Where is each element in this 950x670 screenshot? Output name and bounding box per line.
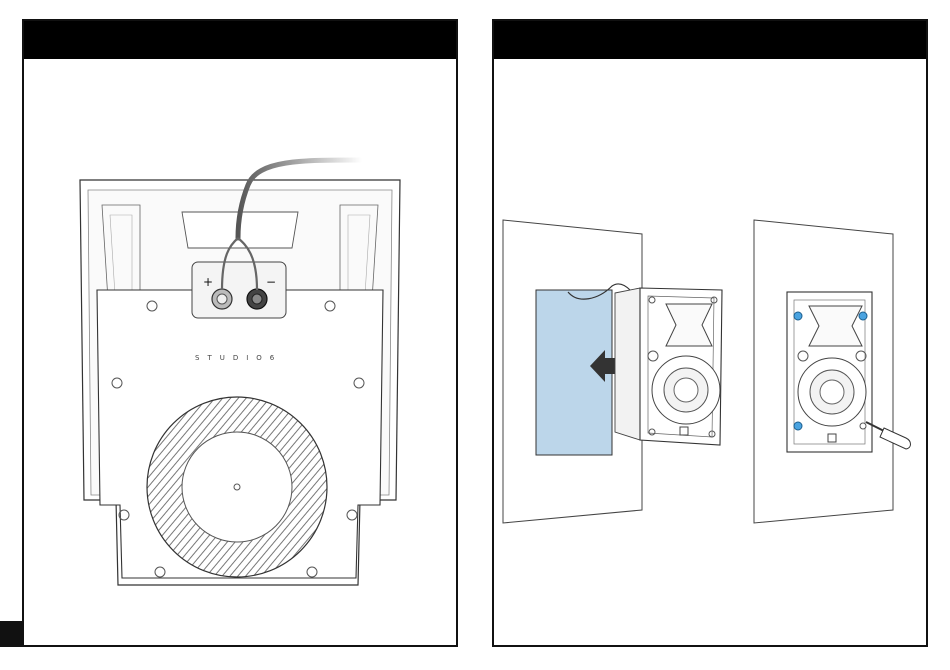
brand-label: STUDIO6: [195, 354, 282, 362]
screw-top-left: [794, 312, 802, 320]
plus-terminal-label: +: [203, 275, 213, 289]
screw-top-right: [859, 312, 867, 320]
wall-installed-illustration: [754, 220, 911, 523]
screw-bottom-left: [794, 422, 802, 430]
minus-terminal-label: −: [266, 275, 276, 289]
speaker-back-illustration: + − STUDIO6: [80, 160, 400, 585]
wall-cutout-illustration: [503, 220, 722, 523]
